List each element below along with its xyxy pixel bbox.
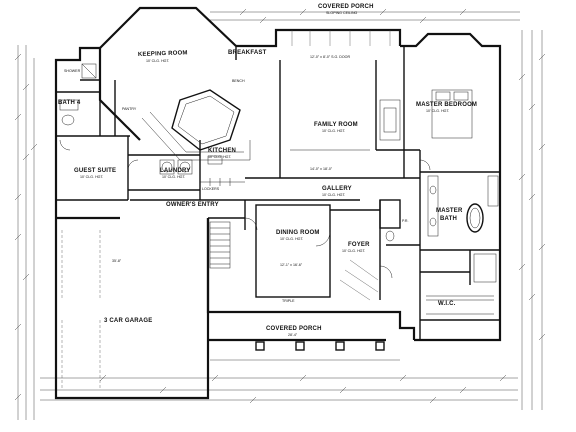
room-family-room: FAMILY ROOM xyxy=(314,122,358,128)
triple-label: TRIPLE xyxy=(282,299,295,303)
room-breakfast: BREAKFAST xyxy=(228,50,267,56)
door-label: 12'-0" x 8'-0" S.G. DOOR xyxy=(310,55,350,59)
room-bath-4: BATH 4 xyxy=(58,100,81,106)
room-guest-suite-note: 10' CLG. HGT. xyxy=(80,175,103,179)
room-master-bedroom-note: 10' CLG. HGT. xyxy=(426,109,449,113)
room-owners-entry: OWNER'S ENTRY xyxy=(166,202,219,208)
room-foyer: FOYER xyxy=(348,242,370,248)
room-kitchen-note: 10' CLG. HGT. xyxy=(208,155,231,159)
room-gallery: GALLERY xyxy=(322,186,352,192)
room-covered-porch-rear-note: SLOPING CEILING xyxy=(326,11,358,15)
room-labels: COVERED PORCH SLOPING CEILING KEEPING RO… xyxy=(58,4,477,337)
dimension-lines xyxy=(14,8,546,420)
room-keeping-room: KEEPING ROOM xyxy=(138,50,188,58)
family-room-size: 14'-0" x 18'-0" xyxy=(310,167,333,171)
room-lockers: LOCKERS xyxy=(202,187,220,191)
room-gallery-note: 10' CLG. HGT. xyxy=(322,193,345,197)
room-wic: W.I.C. xyxy=(438,301,456,307)
room-master-bath: MASTER xyxy=(436,208,463,214)
room-dining-room-note: 10' CLG. HGT. xyxy=(280,237,303,241)
fixtures xyxy=(59,30,499,390)
room-keeping-room-note: 10' CLG. HGT. xyxy=(146,59,169,63)
room-laundry-note: 10' CLG. HGT. xyxy=(162,175,185,179)
room-guest-suite: GUEST SUITE xyxy=(74,168,116,174)
room-laundry: LAUNDRY xyxy=(160,168,191,174)
room-kitchen: KITCHEN xyxy=(208,148,236,154)
room-pantry: PANTRY xyxy=(122,107,137,111)
room-family-room-note: 10' CLG. HGT. xyxy=(322,129,345,133)
room-master-bath-2: BATH xyxy=(440,216,457,222)
exterior-walls xyxy=(54,6,502,400)
room-pr: P.R. xyxy=(402,219,409,223)
bench-label: BENCH xyxy=(232,79,245,83)
room-garage: 3 CAR GARAGE xyxy=(104,318,152,324)
room-shower: SHOWER xyxy=(64,69,81,73)
room-covered-porch-rear: COVERED PORCH xyxy=(318,4,374,10)
room-dining-room: DINING ROOM xyxy=(276,230,320,236)
room-master-bedroom: MASTER BEDROOM xyxy=(416,102,477,108)
interior-walls xyxy=(56,46,500,340)
room-foyer-note: 10' CLG. HGT. xyxy=(342,249,365,253)
garage-width: 35'-8" xyxy=(112,259,122,263)
porch-width: 28'-4" xyxy=(288,333,298,337)
room-covered-porch-front: COVERED PORCH xyxy=(266,326,322,332)
dining-room-size: 12'-1" x 16'-6" xyxy=(280,263,303,267)
